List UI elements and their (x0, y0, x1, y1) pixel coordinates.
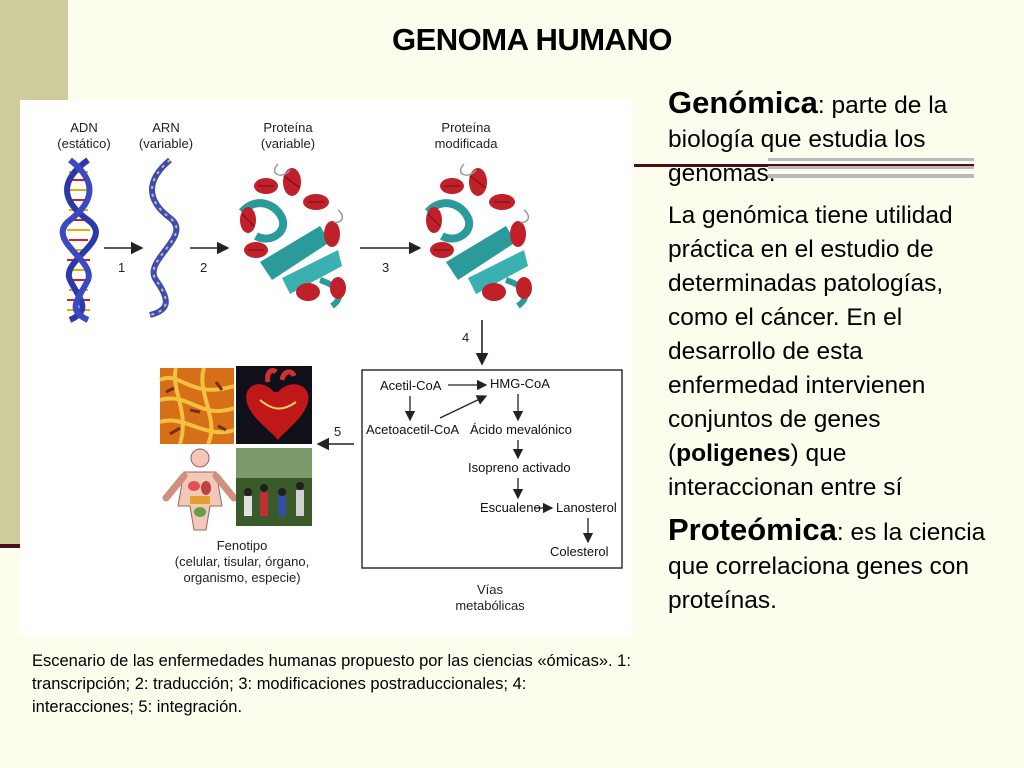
step-number-5: 5 (334, 424, 341, 439)
proteomica-term: Proteómica (668, 512, 837, 547)
pathway-escualeno: Escualeno (480, 500, 541, 515)
genomica-definition: : parte de la biología que estudia los g… (668, 92, 948, 187)
modified-protein-icon (424, 163, 532, 309)
label-proteina-sub: (variable) (261, 136, 315, 151)
heart-image (236, 366, 312, 444)
text-column: Genómica: parte de la biología que estud… (668, 86, 998, 626)
dna-helix-icon (59, 157, 99, 323)
utility-text-end: ) que interaccionan entre sí (668, 440, 903, 501)
fenotipo-label: Fenotipo (217, 538, 268, 553)
utility-text: La genómica tiene utilidad práctica en e… (668, 202, 953, 467)
genomica-paragraph: Genómica: parte de la biología que estud… (668, 86, 998, 191)
proteomica-definition: : es la ciencia que correlaciona genes c… (668, 519, 986, 614)
pathway-lanosterol: Lanosterol (556, 500, 617, 515)
poligenes-term: poligenes (676, 440, 791, 467)
step-number-1: 1 (118, 260, 125, 275)
pathway-acetil-coa: Acetil-CoA (380, 378, 442, 393)
fenotipo-sub-2: organismo, especie) (183, 570, 300, 585)
pathway-colesterol: Colesterol (550, 544, 609, 559)
pathway-acido-mevalonico: Ácido mevalónico (470, 422, 572, 437)
pathway-acetoacetil-coa: Acetoacetil-CoA (366, 422, 460, 437)
figure-caption: Escenario de las enfermedades humanas pr… (32, 652, 631, 716)
vias-label: Vías (477, 582, 504, 597)
protein-icon (238, 163, 346, 309)
omics-diagram: ADN (estático) ARN (variable) Proteína (… (57, 120, 623, 613)
pathway-hmg-coa: HMG-CoA (490, 376, 550, 391)
step-number-3: 3 (382, 260, 389, 275)
metabolic-pathway-box (361, 369, 623, 569)
decorative-title-accent (768, 158, 974, 178)
step-number-2: 2 (200, 260, 207, 275)
utility-paragraph: La genómica tiene utilidad práctica en e… (668, 199, 998, 505)
pathway-arrows (404, 379, 594, 544)
rna-strand-icon (149, 157, 180, 318)
label-adn-sub: (estático) (57, 136, 110, 151)
tissue-image (159, 367, 235, 445)
fenotipo-sub-1: (celular, tisular, órgano, (175, 554, 309, 569)
population-image (236, 448, 312, 526)
label-arn: ARN (152, 120, 179, 135)
vias-sub: metabólicas (455, 598, 525, 613)
label-arn-sub: (variable) (139, 136, 193, 151)
step-number-4: 4 (462, 330, 469, 345)
genomica-term: Genómica (668, 85, 818, 120)
page-title: GENOMA HUMANO (392, 22, 672, 57)
pathway-isopreno: Isopreno activado (468, 460, 571, 475)
label-proteina-mod-sub: modificada (435, 136, 499, 151)
label-adn: ADN (70, 120, 97, 135)
omics-figure: ADN (estático) ARN (variable) Proteína (… (20, 100, 632, 635)
proteomica-paragraph: Proteómica: es la ciencia que correlacio… (668, 513, 998, 618)
organism-image (162, 448, 238, 531)
label-proteina-mod: Proteína (441, 120, 491, 135)
label-proteina: Proteína (263, 120, 313, 135)
